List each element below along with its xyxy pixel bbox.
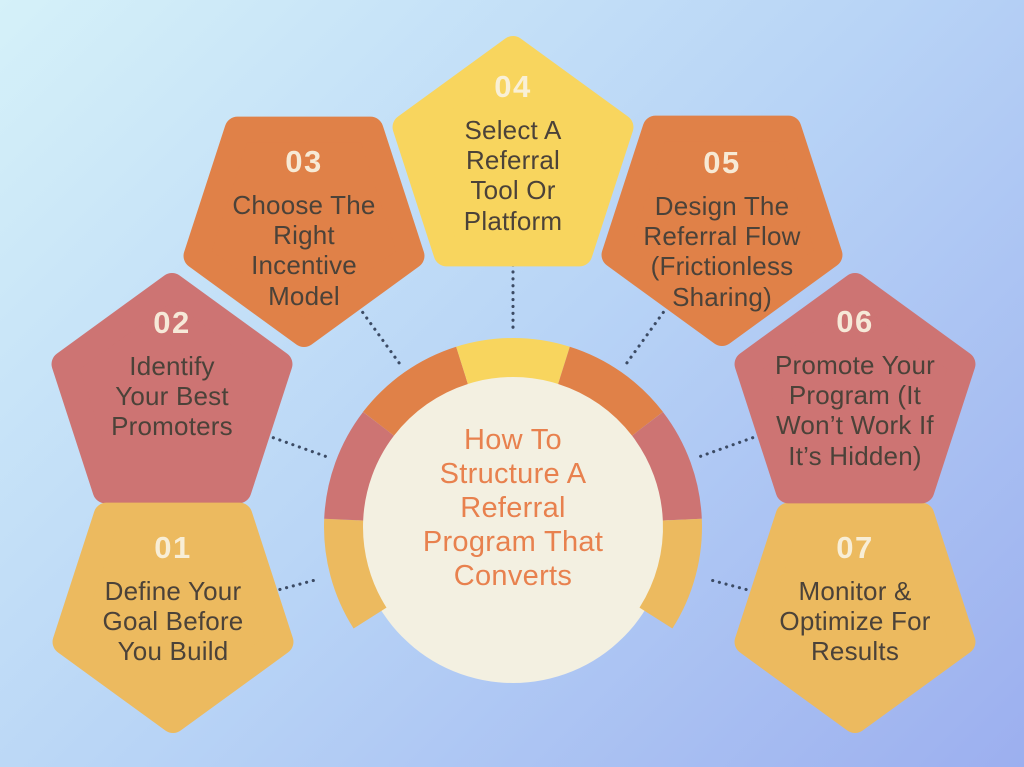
connector-line-step-06: [695, 433, 761, 460]
ring-segment-step-01: [324, 518, 387, 629]
ring-segment-step-04: [456, 338, 570, 385]
ring-segment-step-07: [639, 518, 702, 629]
pentagon-step-04: [406, 49, 621, 253]
ring-segment-step-05: [557, 346, 663, 437]
connector-line-step-05: [625, 310, 665, 365]
connector-line-step-03: [361, 310, 401, 365]
pentagon-step-06: [748, 286, 963, 490]
pentagon-step-07: [748, 516, 963, 720]
pentagon-step-02: [65, 286, 280, 490]
pentagon-step-01: [66, 516, 281, 720]
ring-segment-step-03: [363, 346, 469, 437]
pentagon-step-03: [197, 130, 412, 334]
ring-segment-step-06: [631, 411, 702, 521]
center-circle: [357, 371, 669, 683]
connector-line-step-02: [265, 433, 331, 460]
pentagon-step-05: [615, 129, 830, 333]
connector-lines: [258, 263, 768, 597]
ring-segment-step-02: [324, 411, 395, 521]
